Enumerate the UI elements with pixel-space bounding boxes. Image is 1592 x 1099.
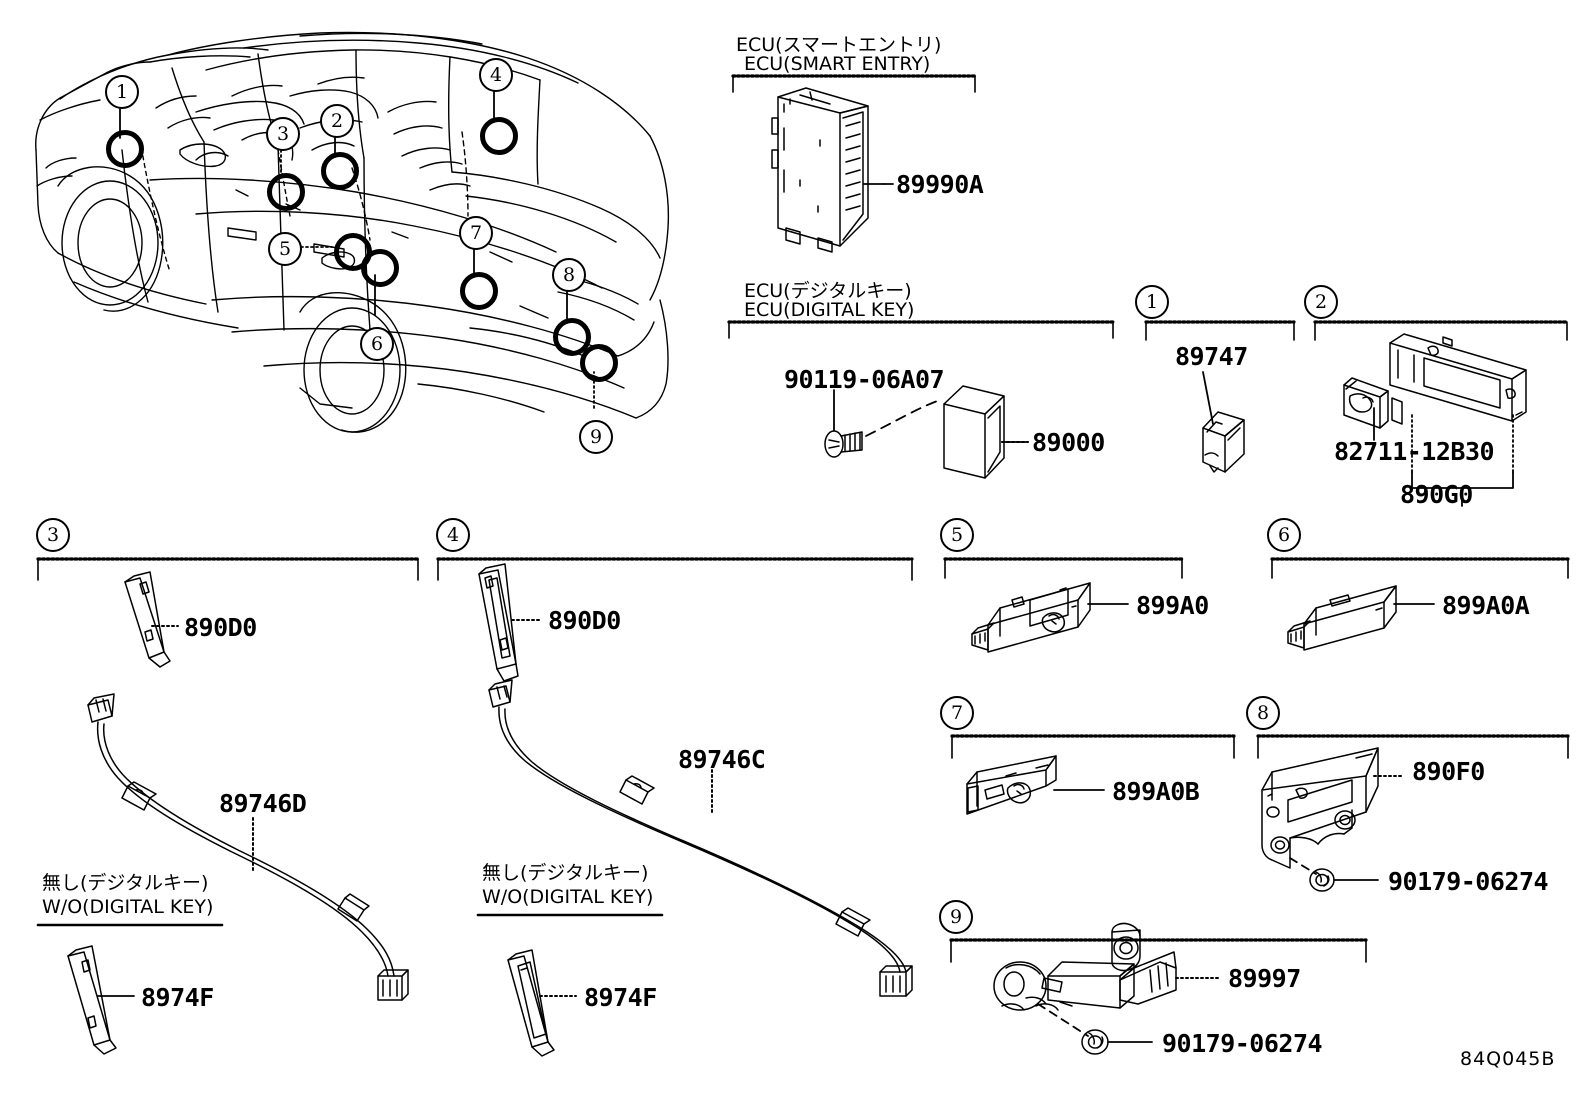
part-number-8974F-group4[interactable]: 8974F xyxy=(584,983,657,1012)
bracket-group-3 xyxy=(36,557,420,581)
section-number-9[interactable]: 9 xyxy=(939,900,973,934)
part-number-82711-12B30[interactable]: 82711-12B30 xyxy=(1334,437,1495,466)
part-number-890F0[interactable]: 890F0 xyxy=(1412,757,1485,786)
part-number-890D0-group4[interactable]: 890D0 xyxy=(548,606,621,635)
vehicle-callout-8[interactable]: 8 xyxy=(552,258,586,292)
header-digital-key-jp: ECU(デジタルキー) xyxy=(744,280,912,302)
vehicle-callout-5[interactable]: 5 xyxy=(268,232,302,266)
bracket-group-4 xyxy=(436,557,914,581)
note-wo-digital-key-jp-group3: 無し(デジタルキー) xyxy=(42,872,209,894)
section-number-1[interactable]: 1 xyxy=(1135,285,1169,319)
section-number-7[interactable]: 7 xyxy=(940,696,974,730)
bracket-smart-entry xyxy=(731,74,977,93)
note-wo-digital-key-jp-group4: 無し(デジタルキー) xyxy=(482,862,649,884)
part-number-90119-06A07[interactable]: 90119-06A07 xyxy=(784,365,945,394)
note-wo-digital-key-en-group3: W/O(DIGITAL KEY) xyxy=(42,896,214,918)
vehicle-callout-2[interactable]: 2 xyxy=(320,104,354,138)
part-89746C-drawing xyxy=(488,679,913,997)
part-number-90179-06274-group8[interactable]: 90179-06274 xyxy=(1388,867,1549,896)
vehicle-marker-6 xyxy=(361,249,399,287)
part-899A0B-drawing xyxy=(966,755,1057,815)
header-digital-key-en: ECU(DIGITAL KEY) xyxy=(744,299,915,321)
part-number-899A0A[interactable]: 899A0A xyxy=(1442,591,1530,620)
part-890F0-drawing xyxy=(1261,747,1379,869)
note-wo-digital-key-en-group4: W/O(DIGITAL KEY) xyxy=(482,886,654,908)
part-89000-drawing xyxy=(943,385,1005,479)
bracket-group-1 xyxy=(1144,320,1296,341)
part-number-89747[interactable]: 89747 xyxy=(1175,342,1248,371)
section-number-5[interactable]: 5 xyxy=(940,518,974,552)
bracket-group-5 xyxy=(943,557,1184,579)
vehicle-marker-3 xyxy=(267,173,305,211)
part-number-890D0-group3[interactable]: 890D0 xyxy=(184,613,257,642)
part-8974F-g3-drawing xyxy=(67,945,117,1055)
part-89747-drawing xyxy=(1202,411,1245,473)
header-smart-entry-en: ECU(SMART ENTRY) xyxy=(744,53,931,75)
part-89997-drawing xyxy=(993,922,1177,1011)
section-number-8[interactable]: 8 xyxy=(1246,696,1280,730)
bracket-group-6 xyxy=(1270,557,1570,579)
bracket-group-8 xyxy=(1256,734,1570,759)
section-number-6[interactable]: 6 xyxy=(1267,518,1301,552)
vehicle-marker-8 xyxy=(553,318,591,356)
part-number-89990A[interactable]: 89990A xyxy=(896,170,984,199)
part-number-90179-06274-group9[interactable]: 90179-06274 xyxy=(1162,1029,1323,1058)
part-89990A-drawing xyxy=(771,87,869,253)
section-number-4[interactable]: 4 xyxy=(436,518,470,552)
diagram-code: 84Q045B xyxy=(1460,1048,1556,1070)
bracket-group-2 xyxy=(1313,320,1569,341)
part-899A0-drawing xyxy=(971,582,1091,653)
section-number-3[interactable]: 3 xyxy=(36,518,70,552)
part-90119-screw-drawing xyxy=(824,430,863,458)
part-number-89997[interactable]: 89997 xyxy=(1228,964,1301,993)
part-number-899A0[interactable]: 899A0 xyxy=(1136,591,1209,620)
vehicle-callout-7[interactable]: 7 xyxy=(459,216,493,250)
part-number-8974F-group3[interactable]: 8974F xyxy=(141,983,214,1012)
part-number-89746C[interactable]: 89746C xyxy=(678,745,766,774)
part-8974F-g4-drawing xyxy=(507,949,555,1057)
part-number-890G0[interactable]: 890G0 xyxy=(1400,480,1473,509)
vehicle-marker-1 xyxy=(106,130,144,168)
vehicle-callout-6[interactable]: 6 xyxy=(360,327,394,361)
vehicle-marker-7 xyxy=(460,272,498,310)
part-number-899A0B[interactable]: 899A0B xyxy=(1112,777,1200,806)
part-890D0-g4-drawing xyxy=(478,563,519,682)
part-number-89000[interactable]: 89000 xyxy=(1032,428,1105,457)
vehicle-marker-4 xyxy=(480,117,518,155)
part-number-89746D[interactable]: 89746D xyxy=(219,789,307,818)
bracket-890G0 xyxy=(1411,411,1514,507)
header-smart-entry-jp: ECU(スマートエントリ) xyxy=(736,34,942,56)
vehicle-callout-1[interactable]: 1 xyxy=(105,75,139,109)
part-89746D-drawing xyxy=(87,693,409,1001)
bracket-digital-key xyxy=(727,320,1115,339)
vehicle-callout-4[interactable]: 4 xyxy=(479,58,513,92)
vehicle-callout-9[interactable]: 9 xyxy=(579,420,613,454)
section-number-2[interactable]: 2 xyxy=(1304,285,1338,319)
vehicle-marker-9 xyxy=(580,344,618,382)
bracket-group-9 xyxy=(949,938,1368,963)
part-899A0A-drawing xyxy=(1287,585,1397,651)
vehicle-callout-3[interactable]: 3 xyxy=(266,117,300,151)
vehicle-marker-2 xyxy=(321,152,359,190)
bracket-group-7 xyxy=(950,734,1236,759)
part-890G0-drawing xyxy=(1343,333,1527,429)
part-890D0-g3-drawing xyxy=(124,571,171,668)
